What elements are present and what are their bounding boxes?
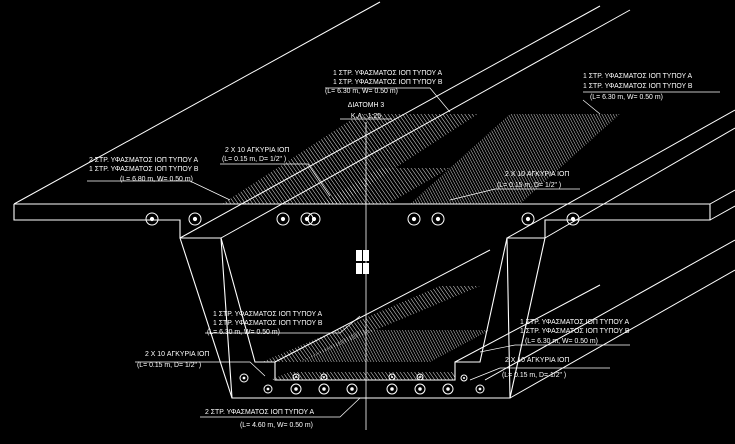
- anchors-top-right-line2: (L= 0.15 m, D= 1/2" ): [497, 180, 562, 189]
- bottom-right-fabric-line1: 1 ΣΤΡ. ΥΦΑΣΜΑΤΟΣ ΙΟΠ ΤΥΠΟΥ Α: [520, 317, 630, 326]
- top-center-fabric-line1: 1 ΣΤΡ. ΥΦΑΣΜΑΤΟΣ ΙΟΠ ΤΥΠΟΥ Α: [333, 68, 443, 77]
- tendon-duct-core: [294, 387, 298, 391]
- section-title: ΔΙΑΤΟΜΗ 3: [347, 100, 385, 109]
- tendon-duct-core: [418, 375, 422, 379]
- tendon-duct-core: [192, 216, 198, 222]
- tendon-duct: [188, 212, 202, 226]
- anchors-bottom-right-line2: (L= 0.15 m, D= 1/2" ): [502, 370, 567, 379]
- top-right-fabric-line1: 1 ΣΤΡ. ΥΦΑΣΜΑΤΟΣ ΙΟΠ ΤΥΠΟΥ Α: [583, 71, 693, 80]
- tendon-duct: [407, 212, 421, 226]
- tendon-duct-core: [462, 376, 466, 380]
- tendon-duct-core: [390, 375, 394, 379]
- tendon-duct: [388, 373, 396, 381]
- tendon-duct-core: [350, 387, 354, 391]
- top-fabric-hatching: [222, 114, 620, 204]
- tendon-duct: [290, 383, 302, 395]
- tendon-duct-core: [266, 387, 270, 391]
- bottom-left-fabric-line1: 1 ΣΤΡ. ΥΦΑΣΜΑΤΟΣ ΙΟΠ ΤΥΠΟΥ Α: [213, 309, 323, 318]
- tendon-duct: [292, 373, 300, 381]
- bottom-right-fabric-line2: 1 ΣΤΡ. ΥΦΑΣΜΑΤΟΣ ΙΟΠ ΤΥΠΟΥ Β: [520, 326, 630, 335]
- bottom-right-fabric-line3: (L= 6.30 m, W= 0.50 m): [525, 336, 598, 345]
- tendon-ducts-bottom: [239, 373, 485, 395]
- anchors-top-right-line1: 2 X 10 ΑΓΚΥΡΙΑ ΙΟΠ: [505, 169, 570, 178]
- tendon-duct-core: [446, 387, 450, 391]
- tendon-duct-core: [242, 376, 246, 380]
- tendon-duct: [263, 384, 273, 394]
- left-fabric-line1: 2 ΣΤΡ. ΥΦΑΣΜΑΤΟΣ ΙΟΠ ΤΥΠΟΥ Α: [89, 155, 199, 164]
- anchors-bottom-left-line1: 2 X 10 ΑΓΚΥΡΙΑ ΙΟΠ: [145, 349, 210, 358]
- tendon-duct-core: [435, 216, 441, 222]
- tendon-duct-core: [322, 375, 326, 379]
- tendon-duct: [320, 373, 328, 381]
- tendon-duct: [276, 212, 290, 226]
- tendon-duct-core: [311, 216, 317, 222]
- tendon-duct: [386, 383, 398, 395]
- tendon-duct: [431, 212, 445, 226]
- tendon-duct: [346, 383, 358, 395]
- bottom-fabric-hatching: [262, 286, 490, 380]
- tendon-duct: [414, 383, 426, 395]
- section-scale: Κ.Λ.: 1:25: [350, 111, 382, 120]
- bottom-slab-fabric-line1: 2 ΣΤΡ. ΥΦΑΣΜΑΤΟΣ ΙΟΠ ΤΥΠΟΥ Α: [205, 407, 315, 416]
- box-girder-outline: [13, 203, 711, 399]
- tendon-duct-core: [294, 375, 298, 379]
- tendon-duct: [521, 212, 535, 226]
- center-marker: [356, 250, 369, 274]
- left-fabric-line2: 1 ΣΤΡ. ΥΦΑΣΜΑΤΟΣ ΙΟΠ ΤΥΠΟΥ Β: [89, 164, 199, 173]
- tendon-duct: [416, 373, 424, 381]
- bottom-left-fabric-line2: 1 ΣΤΡ. ΥΦΑΣΜΑΤΟΣ ΙΟΠ ΤΥΠΟΥ Β: [213, 318, 323, 327]
- tendon-duct: [307, 212, 321, 226]
- tendon-duct-core: [525, 216, 531, 222]
- tendon-duct-core: [411, 216, 417, 222]
- tendon-duct: [239, 373, 249, 383]
- leader-lines: [87, 87, 720, 418]
- bottom-left-fabric-line3: (L= 6.30 m, W= 0.50 m): [207, 327, 280, 336]
- tendon-duct-core: [322, 387, 326, 391]
- top-right-fabric-line2: 1 ΣΤΡ. ΥΦΑΣΜΑΤΟΣ ΙΟΠ ΤΥΠΟΥ Β: [583, 81, 693, 90]
- tendon-duct: [442, 383, 454, 395]
- anchors-bottom-left-line2: (L= 0.15 m, D= 1/2" ): [137, 360, 202, 369]
- top-center-fabric-line3: (L= 6.30 m, W= 0.50 m): [325, 86, 398, 95]
- anchors-bottom-right-line1: 2 X 10 ΑΓΚΥΡΙΑ ΙΟΠ: [505, 355, 570, 364]
- tendon-duct: [566, 212, 580, 226]
- left-fabric-line3: (L= 6.80 m, W= 0.50 m): [120, 174, 193, 183]
- tendon-duct-core: [390, 387, 394, 391]
- tendon-duct: [460, 374, 468, 382]
- tendon-duct-core: [570, 216, 576, 222]
- top-right-fabric-line3: (L= 6.30 m, W= 0.50 m): [590, 92, 663, 101]
- tendon-duct-core: [418, 387, 422, 391]
- tendon-duct-core: [280, 216, 286, 222]
- anchors-top-left-line2: (L= 0.15 m, D= 1/2" ): [222, 154, 287, 163]
- top-center-fabric-line2: 1 ΣΤΡ. ΥΦΑΣΜΑΤΟΣ ΙΟΠ ΤΥΠΟΥ Β: [333, 77, 443, 86]
- tendon-duct: [475, 384, 485, 394]
- tendon-duct-core: [149, 216, 155, 222]
- bottom-slab-fabric-line2: (L= 4.60 m, W= 0.50 m): [240, 420, 313, 429]
- anchors-top-left-line1: 2 X 10 ΑΓΚΥΡΙΑ ΙΟΠ: [225, 145, 290, 154]
- tendon-duct: [318, 383, 330, 395]
- tendon-ducts-top: [145, 212, 580, 226]
- tendon-duct: [145, 212, 159, 226]
- tendon-duct-core: [478, 387, 482, 391]
